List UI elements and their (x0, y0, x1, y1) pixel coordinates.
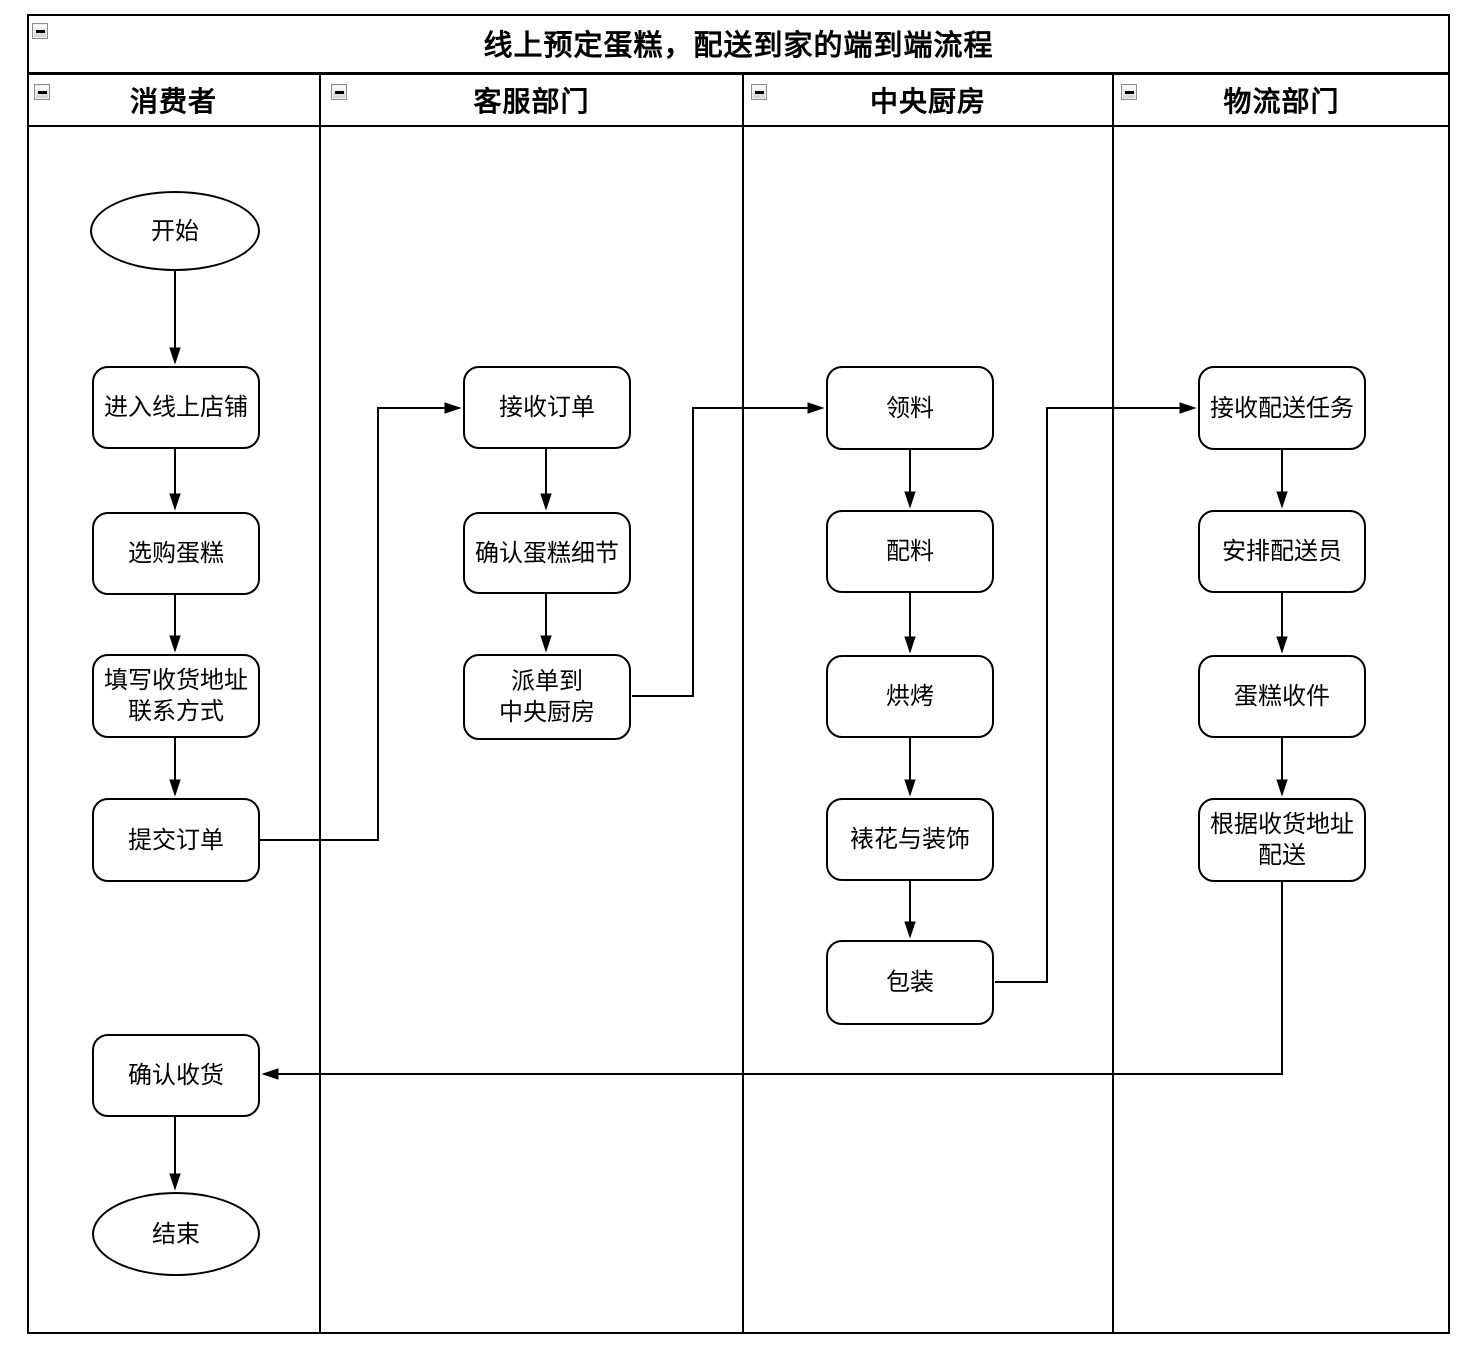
minus-icon (37, 90, 47, 94)
node-receive-order[interactable]: 接收订单 (463, 366, 631, 449)
node-deliver[interactable]: 根据收货地址 配送 (1198, 798, 1366, 882)
edge-deliver-confirm-receipt[interactable] (261, 882, 1283, 1080)
node-submit-order[interactable]: 提交订单 (92, 798, 260, 882)
collapse-minus-icon-pool[interactable] (32, 23, 48, 39)
lane-label: 消费者 (129, 86, 217, 117)
node-cake-pickup[interactable]: 蛋糕收件 (1198, 655, 1366, 738)
minus-icon (1124, 90, 1134, 94)
minus-icon (334, 90, 344, 94)
lane-label: 物流部门 (1223, 86, 1340, 117)
minus-icon (754, 90, 764, 94)
node-decorate[interactable]: 裱花与装饰 (826, 798, 994, 881)
edge-submit-order-receive-order[interactable] (260, 402, 462, 841)
node-enter-store[interactable]: 进入线上店铺 (92, 366, 260, 449)
collapse-minus-icon-lane-consumer[interactable] (34, 84, 50, 100)
node-assign-courier[interactable]: 安排配送员 (1198, 510, 1366, 593)
node-confirm-receipt[interactable]: 确认收货 (92, 1034, 260, 1117)
edge-package-receive-task[interactable] (995, 402, 1197, 983)
node-prepare-ingredients[interactable]: 配料 (826, 510, 994, 593)
node-confirm-details[interactable]: 确认蛋糕细节 (463, 512, 631, 594)
lane-header-consumer[interactable]: 消费者 (27, 75, 320, 125)
lane-divider (319, 75, 321, 1332)
collapse-minus-icon-lane-logistics[interactable] (1121, 84, 1137, 100)
node-bake[interactable]: 烘烤 (826, 655, 994, 738)
terminator-end[interactable]: 结束 (92, 1192, 260, 1276)
lane-divider (1112, 75, 1114, 1332)
lane-header-central-kitchen[interactable]: 中央厨房 (743, 75, 1113, 125)
collapse-minus-icon-lane-customer-service[interactable] (331, 84, 347, 100)
node-dispatch-kitchen[interactable]: 派单到 中央厨房 (463, 654, 631, 740)
lane-label: 客服部门 (473, 86, 590, 117)
node-receive-task[interactable]: 接收配送任务 (1198, 366, 1366, 450)
lane-header-row: 消费者 客服部门 中央厨房 物流部门 (27, 75, 1450, 127)
lane-divider (742, 75, 744, 1332)
lane-header-logistics[interactable]: 物流部门 (1113, 75, 1450, 125)
pool-title-bar[interactable]: 线上预定蛋糕，配送到家的端到端流程 (27, 14, 1450, 75)
node-pick-materials[interactable]: 领料 (826, 366, 994, 450)
lane-header-customer-service[interactable]: 客服部门 (320, 75, 743, 125)
node-fill-address[interactable]: 填写收货地址 联系方式 (92, 654, 260, 738)
terminator-start[interactable]: 开始 (90, 191, 260, 271)
lane-label: 中央厨房 (869, 86, 986, 117)
collapse-minus-icon-lane-central-kitchen[interactable] (751, 84, 767, 100)
node-package[interactable]: 包装 (826, 940, 994, 1025)
minus-icon (35, 29, 45, 33)
node-select-cake[interactable]: 选购蛋糕 (92, 512, 260, 595)
pool-title: 线上预定蛋糕，配送到家的端到端流程 (483, 30, 994, 62)
edge-dispatch-kitchen-pick-materials[interactable] (632, 402, 825, 697)
